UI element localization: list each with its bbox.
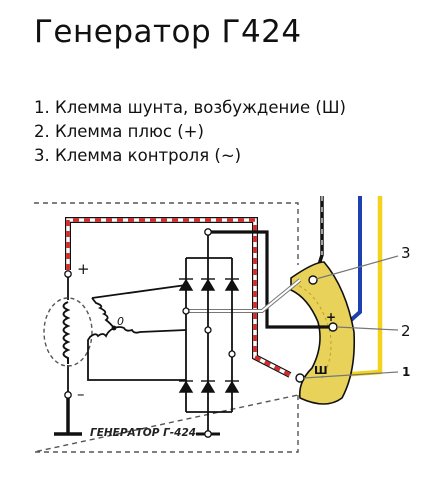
- rotor-coil: [62, 301, 71, 364]
- diodes-upper: [178, 278, 240, 291]
- legend-list: 1. Клемма шунта, возбуждение (Ш) 2. Клем…: [34, 96, 346, 168]
- terminal-block: [290, 261, 356, 405]
- callout-2: 2: [401, 322, 411, 340]
- plus-sign: +: [77, 260, 90, 278]
- diagram-caption: ГЕНЕРАТОР Г-424: [90, 427, 196, 439]
- excitation-wire: [65, 217, 292, 378]
- terminal-block-ribs: [298, 285, 332, 379]
- terminal-plus-label: +: [326, 310, 336, 324]
- neutral-point: [111, 325, 117, 331]
- generator-housing-frame: [33, 202, 299, 453]
- page-title: Генератор Г424: [34, 14, 302, 50]
- connection-nodes: [64, 228, 236, 438]
- minus-sign: –: [77, 385, 85, 403]
- callout-1: 1: [402, 365, 410, 379]
- legend-item-shunt: 1. Клемма шунта, возбуждение (Ш): [34, 98, 346, 117]
- output-wire: [210, 230, 333, 329]
- callout-3: 3: [401, 244, 411, 262]
- diodes-lower: [178, 380, 240, 393]
- legend-item-control: 3. Клемма контроля (~): [34, 146, 242, 165]
- rotor-housing: [43, 297, 93, 367]
- callout-leaders: [303, 255, 399, 379]
- legend-item-plus: 2. Клемма плюс (+): [34, 122, 204, 141]
- neutral-label: 0: [117, 315, 124, 328]
- terminal-shunt-label: Ш: [314, 364, 328, 377]
- rotor-branch: [54, 274, 82, 436]
- control-wire: [186, 278, 302, 313]
- stator-windings: [87, 284, 187, 381]
